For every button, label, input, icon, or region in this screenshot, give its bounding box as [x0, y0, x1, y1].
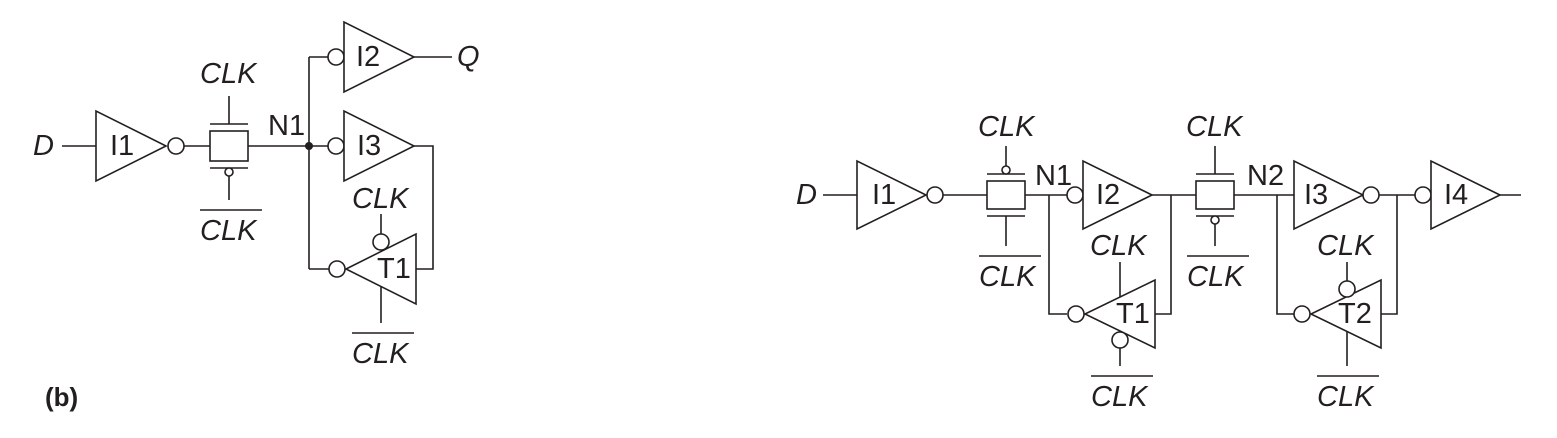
right-n1-bus: [1048, 195, 1067, 315]
left-i2-label: I2: [356, 41, 380, 73]
left-node-n1-label: N1: [268, 110, 305, 142]
left-tg-bubble: [224, 167, 234, 177]
left-i1-label: I1: [110, 130, 134, 162]
right-feedback-2: [1381, 195, 1398, 315]
left-t1-label: T1: [377, 253, 411, 285]
right-tg2-body: [1195, 180, 1235, 210]
right-tg1-bubble: [1001, 165, 1011, 175]
left-i3-bubble: [327, 137, 345, 155]
left-tristate-t1: [344, 232, 417, 306]
left-circuit: D I1 CLK CLK N1 I2 Q: [33, 20, 480, 370]
figure-label: (b): [45, 382, 78, 412]
right-feedback-1: [1155, 195, 1172, 315]
left-inverter-i1: [95, 109, 168, 183]
right-i4-bubble: [1414, 186, 1432, 204]
right-t2-label: T2: [1338, 298, 1372, 330]
right-i3-label: I3: [1304, 179, 1328, 211]
right-tg2-clk-label: CLK: [1186, 111, 1244, 143]
right-t1-out-bubble: [1067, 305, 1085, 323]
right-node-n1-label: N1: [1035, 160, 1072, 192]
left-input-d-label: D: [33, 130, 54, 162]
right-tg1-clk-label: CLK: [978, 111, 1036, 143]
left-tg-clkbar-label: CLK: [200, 215, 258, 247]
right-t2-clk-label: CLK: [1317, 230, 1375, 262]
right-i2-label: I2: [1096, 179, 1120, 211]
left-i2-bubble: [327, 48, 345, 66]
right-t1-clk-label: CLK: [1090, 230, 1148, 262]
left-t1-clk-label: CLK: [352, 183, 410, 215]
left-t1-clk-bubble: [372, 233, 390, 251]
right-inverter-i2: [1082, 159, 1154, 231]
right-t1-clkbar-label: CLK: [1091, 381, 1149, 413]
right-circuit: D I1 CLK CLK N1 I2 T1: [796, 111, 1521, 413]
left-inverter-i3: [343, 109, 416, 183]
right-node-n2-label: N2: [1247, 160, 1284, 192]
left-i3-label: I3: [357, 130, 381, 162]
right-tg1-clkbar-label: CLK: [979, 261, 1037, 293]
left-inverter-i2: [343, 20, 416, 94]
left-tg-body: [209, 130, 249, 162]
right-t2-out-bubble: [1293, 305, 1311, 323]
left-output-q-label: Q: [457, 41, 480, 73]
right-tg1-body: [986, 180, 1026, 210]
right-transmission-gate-2: [1195, 146, 1235, 246]
right-inverter-i4: [1430, 159, 1502, 231]
right-tg2-clkbar-label: CLK: [1187, 261, 1245, 293]
right-inverter-i3: [1293, 159, 1365, 231]
left-feedback-wire: [414, 145, 434, 270]
right-transmission-gate-1: [986, 146, 1026, 246]
right-n2-bus: [1276, 195, 1294, 315]
right-input-d-label: D: [796, 179, 817, 211]
right-t1-clkbar-bubble: [1111, 331, 1129, 349]
left-t1-clkbar-label: CLK: [352, 338, 410, 370]
left-t1-out-bubble: [328, 260, 346, 278]
right-i3-bubble: [1362, 186, 1380, 204]
right-inverter-i1: [856, 159, 928, 231]
right-i1-bubble: [926, 186, 944, 204]
right-tg2-bubble: [1210, 215, 1220, 225]
left-transmission-gate: [209, 96, 249, 200]
right-i2-bubble: [1066, 186, 1084, 204]
right-t2-clk-bubble: [1338, 280, 1356, 298]
left-tg-clk-label: CLK: [200, 58, 258, 90]
right-t2-clkbar-label: CLK: [1317, 381, 1375, 413]
right-i4-label: I4: [1444, 179, 1468, 211]
right-t1-label: T1: [1116, 298, 1150, 330]
left-i1-bubble: [167, 137, 185, 155]
right-i1-label: I1: [872, 179, 896, 211]
